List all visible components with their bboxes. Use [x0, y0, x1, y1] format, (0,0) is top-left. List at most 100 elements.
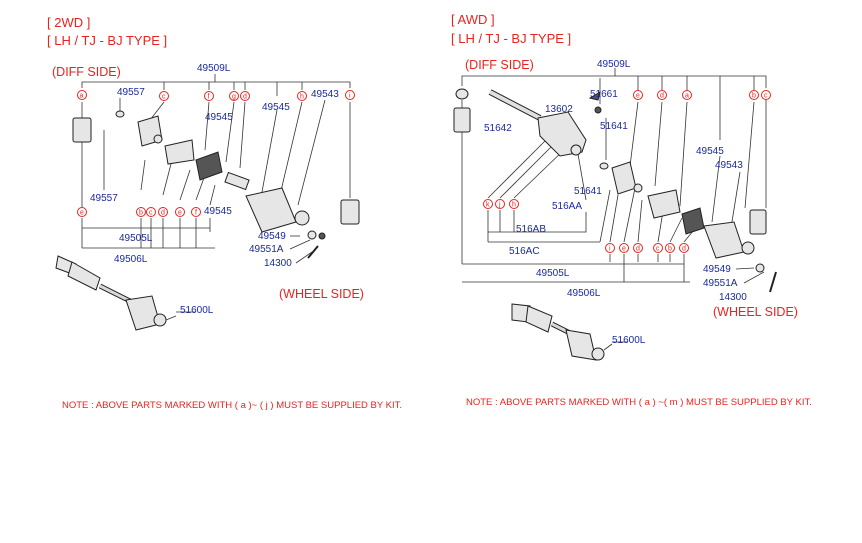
right-marks-mid: k j h — [483, 199, 519, 209]
right-mark-bottom-0 — [605, 243, 615, 253]
right-label-13602: 13602 — [545, 104, 573, 115]
right-cotter-pin — [769, 271, 777, 293]
right-cap — [455, 88, 469, 100]
right-grease-pack — [453, 107, 471, 133]
left-asm-outer-hub — [153, 313, 167, 327]
right-mark-mid-2 — [509, 199, 519, 209]
right-mark-bottom-4-text: b — [668, 246, 672, 253]
left-washer — [307, 230, 317, 240]
right-mark-mid-0 — [483, 199, 493, 209]
left-label-14300: 14300 — [264, 258, 292, 269]
left-mark-top-3-text: g — [232, 94, 236, 101]
left-label-49506L: 49506L — [114, 254, 148, 265]
left-asm-outer-boot — [125, 295, 161, 331]
right-mark-top-3-text: b — [752, 93, 756, 100]
right-asm-outer-hub — [591, 347, 605, 361]
right-note: NOTE : ABOVE PARTS MARKED WITH ( a ) ~( … — [466, 397, 812, 408]
right-header-awd: [ AWD ] — [451, 12, 495, 27]
right-mark-top-3 — [749, 90, 759, 100]
left-clamp-small — [115, 110, 125, 118]
right-mark-top-0-text: e — [636, 93, 640, 100]
right-label-516AB: 516AB — [516, 224, 546, 235]
right-spider — [681, 207, 705, 235]
right-label-49549: 49549 — [703, 264, 731, 275]
right-mark-bottom-3 — [653, 243, 663, 253]
right-mid-brackets — [487, 137, 611, 243]
left-mark-bottom-1 — [136, 207, 146, 217]
left-header-type: [ LH / TJ - BJ TYPE ] — [47, 33, 167, 48]
left-label-49509L: 49509L — [197, 63, 231, 74]
left-top-leader-lines — [81, 74, 351, 207]
left-diff-side-label: (DIFF SIDE) — [52, 65, 121, 79]
left-label-49543: 49543 — [311, 89, 339, 100]
left-note: NOTE : ABOVE PARTS MARKED WITH ( a )~ ( … — [62, 400, 402, 411]
left-marks-top: a c f g d h i — [77, 90, 355, 101]
right-mark-top-1 — [657, 90, 667, 100]
right-asm-inner-boot — [525, 305, 553, 333]
right-diff-side-label: (DIFF SIDE) — [465, 58, 534, 72]
right-label-51661: 51661 — [590, 89, 618, 100]
left-header-2wd: [ 2WD ] — [47, 15, 90, 30]
right-mark-top-2-text: a — [685, 93, 689, 100]
right-marks-bottom: i e d c b d — [605, 243, 689, 253]
right-mark-top-0 — [633, 90, 643, 100]
right-label-516AA: 516AA — [552, 201, 582, 212]
left-mark-top-0 — [77, 90, 87, 100]
right-label-49509L: 49509L — [597, 59, 631, 70]
left-spider — [195, 151, 223, 181]
right-mark-top-4 — [761, 90, 771, 100]
left-nut — [318, 232, 326, 240]
right-label-51600L: 51600L — [612, 335, 646, 346]
left-diagram-2wd: [ 2WD ] [ LH / TJ - BJ TYPE ] (DIFF SIDE… — [47, 15, 402, 411]
left-parts-exploded — [72, 110, 360, 259]
right-inner-boot — [647, 189, 681, 219]
left-mark-top-0-text: a — [80, 93, 84, 100]
right-bolt — [594, 106, 602, 114]
left-label-49549: 49549 — [258, 231, 286, 242]
right-mark-bottom-3-text: c — [656, 246, 660, 253]
left-mark-bottom-2-text: c — [149, 210, 153, 217]
left-assembled-shaft — [55, 255, 195, 331]
left-mark-top-4 — [240, 91, 250, 101]
left-mark-top-2 — [204, 91, 214, 101]
left-mark-top-3 — [229, 91, 239, 101]
right-mark-bottom-4 — [665, 243, 675, 253]
left-wheel-side-label: (WHEEL SIDE) — [279, 287, 364, 301]
left-mark-bottom-3 — [158, 207, 168, 217]
right-label-51642: 51642 — [484, 123, 512, 134]
left-grease-pack — [72, 117, 92, 143]
left-label-49505L: 49505L — [119, 233, 153, 244]
left-outer-joint — [294, 210, 310, 226]
left-mark-top-1-text: c — [162, 94, 166, 101]
right-label-49506L: 49506L — [567, 288, 601, 299]
right-label-49545: 49545 — [696, 146, 724, 157]
right-mark-mid-0-text: k — [486, 202, 490, 209]
right-washer — [755, 263, 765, 273]
right-mark-top-4-text: c — [764, 93, 768, 100]
left-label-49557-top: 49557 — [117, 87, 145, 98]
left-label-49545-a: 49545 — [205, 112, 233, 123]
right-label-49543: 49543 — [715, 160, 743, 171]
left-mark-bottom-5-text: f — [195, 210, 197, 217]
right-header-type: [ LH / TJ - BJ TYPE ] — [451, 31, 571, 46]
left-label-49545-c: 49545 — [204, 206, 232, 217]
right-mark-mid-1 — [495, 199, 505, 209]
left-mark-bottom-4 — [175, 207, 185, 217]
right-label-49505L: 49505L — [536, 268, 570, 279]
right-mark-bottom-2 — [633, 243, 643, 253]
right-mark-bottom-1 — [619, 243, 629, 253]
left-mark-bottom-0 — [77, 207, 87, 217]
right-mark-top-2 — [682, 90, 692, 100]
right-mark-bottom-5 — [679, 243, 689, 253]
right-outer-boot — [703, 221, 745, 259]
left-mark-top-5-text: h — [300, 94, 304, 101]
left-mark-bottom-4-text: e — [178, 210, 182, 217]
left-snap-ring — [153, 134, 163, 144]
right-label-516AC: 516AC — [509, 246, 540, 257]
right-mark-bottom-1-text: e — [622, 246, 626, 253]
left-mark-bottom-1-text: b — [139, 210, 143, 217]
right-grease-pack-2 — [749, 209, 767, 235]
left-asm-inner-boot — [67, 261, 101, 291]
right-label-51641-a: 51641 — [600, 121, 628, 132]
